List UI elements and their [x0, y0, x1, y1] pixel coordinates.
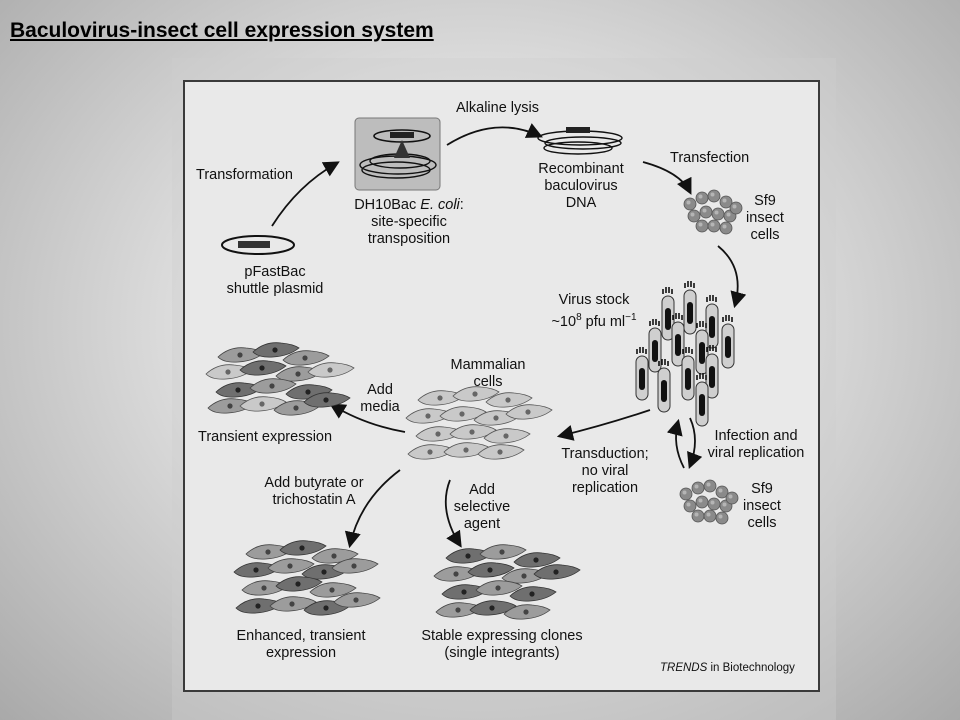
- label-virus-stock: Virus stock ~108 pfu ml−1: [551, 292, 637, 330]
- label-mammalian-cells: Mammalian cells: [450, 357, 526, 390]
- label-stable-clones: Stable expressing clones (single integra…: [421, 628, 583, 661]
- arrow-selective: [444, 479, 462, 548]
- sf9-cells-bottom-icon: [679, 479, 739, 525]
- arrow-infection-down: [687, 417, 703, 470]
- label-alkaline-lysis: Alkaline lysis: [456, 100, 539, 116]
- label-butyrate: Add butyrate or trichostatin A: [264, 475, 364, 508]
- arrow-transfection: [642, 161, 692, 195]
- pfastbac-plasmid-icon: [221, 235, 295, 255]
- slide-title: Baculovirus-insect cell expression syste…: [10, 19, 434, 42]
- label-transduction: Transduction; no viral replication: [561, 446, 649, 496]
- arrow-transduction: [556, 409, 651, 441]
- label-transformation: Transformation: [196, 167, 293, 183]
- label-recombinant-dna: Recombinant baculovirus DNA: [538, 161, 624, 211]
- label-add-media: Add media: [360, 382, 400, 415]
- label-transfection: Transfection: [670, 150, 750, 166]
- ecoli-cell-icon: [354, 117, 441, 191]
- label-sf9-top: Sf9 insect cells: [746, 193, 784, 243]
- transient-expression-cells-icon: [205, 342, 355, 416]
- sf9-cells-top-icon: [683, 189, 743, 235]
- mammalian-cells-icon: [405, 386, 553, 460]
- label-dh10bac: DH10Bac E. coli: site-specific transposi…: [354, 197, 464, 247]
- enhanced-expression-cells-icon: [233, 540, 381, 616]
- arrow-infection-up: [666, 418, 685, 469]
- label-infection: Infection and viral replication: [707, 428, 805, 461]
- label-enhanced-expression: Enhanced, transient expression: [236, 628, 366, 661]
- stable-clones-cells-icon: [433, 544, 581, 620]
- label-transient-expression: Transient expression: [198, 429, 333, 445]
- infected-insect-cells-icon: [635, 280, 735, 427]
- label-pfastbac: pFastBac shuttle plasmid: [226, 264, 324, 297]
- label-selective-agent: Add selective agent: [453, 482, 511, 532]
- figure-credit: TRENDS in Biotechnology: [660, 662, 795, 674]
- label-sf9-bottom: Sf9 insect cells: [743, 481, 781, 531]
- arrow-to-virus-stock: [717, 245, 747, 309]
- arrow-add-media: [329, 403, 406, 433]
- recombinant-dna-icon: [537, 127, 623, 155]
- arrow-alkaline-lysis: [446, 123, 543, 146]
- arrow-butyrate: [344, 469, 401, 549]
- arrow-transformation: [271, 161, 340, 227]
